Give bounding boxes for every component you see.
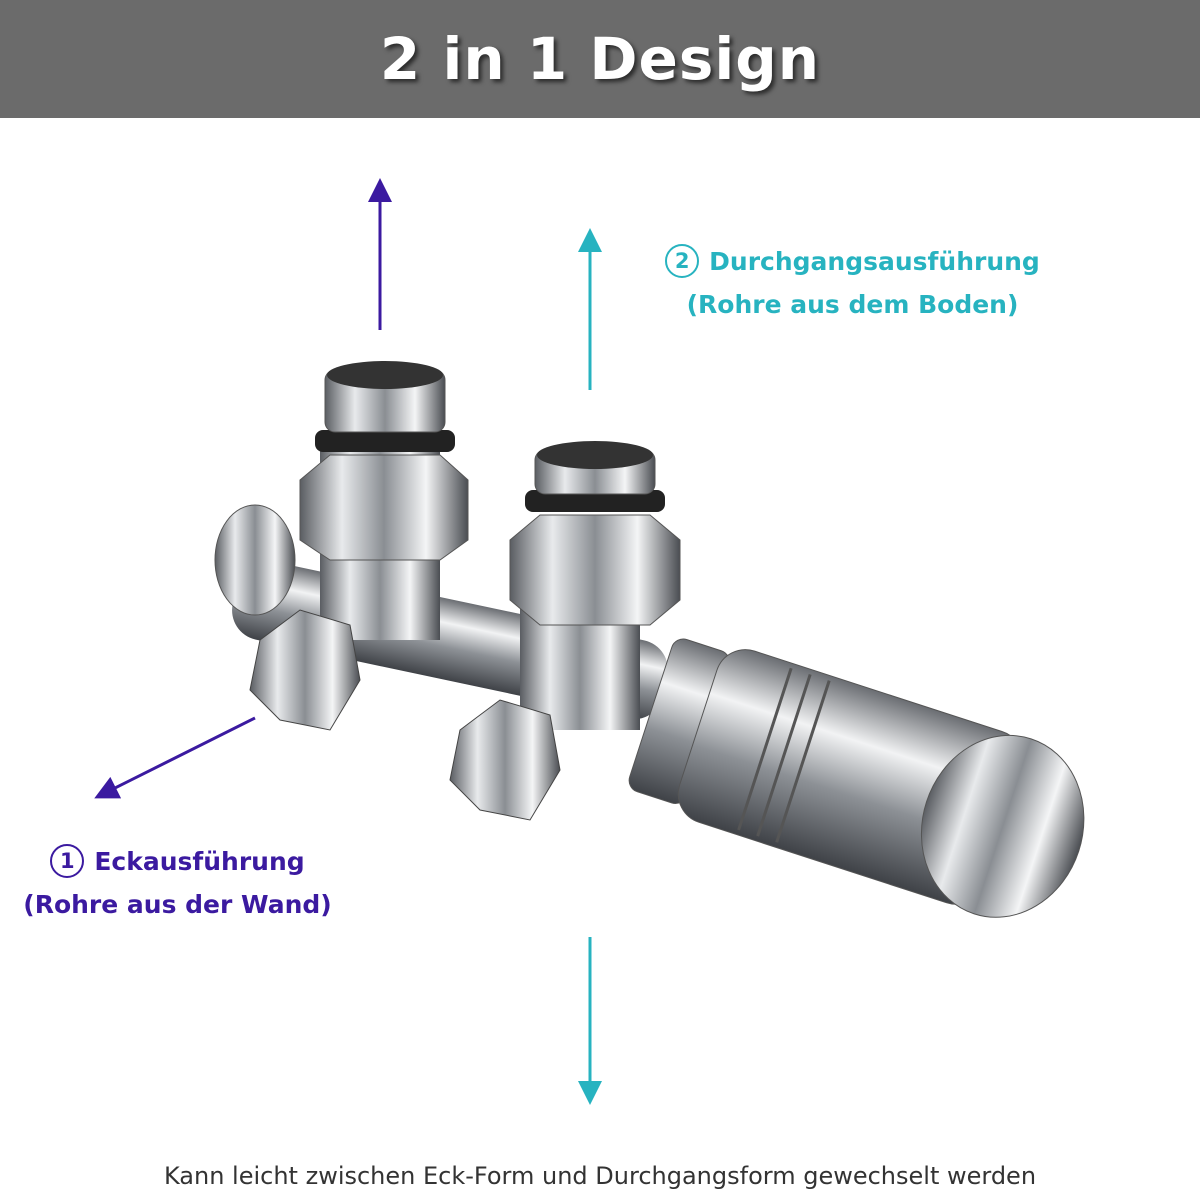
thermostat-head: [628, 638, 1085, 918]
angle-option-title: 1 Eckausführung: [10, 840, 345, 883]
number-badge: 1: [50, 844, 85, 878]
straight-option-title-text: Durchgangsausführung: [709, 247, 1040, 276]
angle-option-label: 1 Eckausführung (Rohre aus der Wand): [10, 840, 345, 926]
footer-caption: Kann leicht zwischen Eck-Form und Durchg…: [163, 1162, 1037, 1190]
valve-body: [214, 361, 681, 821]
angle-option-subtitle: (Rohre aus der Wand): [23, 890, 332, 919]
angle-option-title-text: Eckausführung: [94, 847, 305, 876]
straight-option-title: 2 Durchgangsausführung: [650, 240, 1055, 283]
straight-option-subtitle: (Rohre aus dem Boden): [686, 290, 1019, 319]
page-title: 2 in 1 Design: [379, 25, 821, 93]
header-banner: 2 in 1 Design: [0, 0, 1200, 118]
straight-option-label: 2 Durchgangsausführung (Rohre aus dem Bod…: [650, 240, 1055, 326]
number-badge: 2: [665, 244, 700, 278]
arrow-diagonal-purple: [94, 716, 256, 799]
